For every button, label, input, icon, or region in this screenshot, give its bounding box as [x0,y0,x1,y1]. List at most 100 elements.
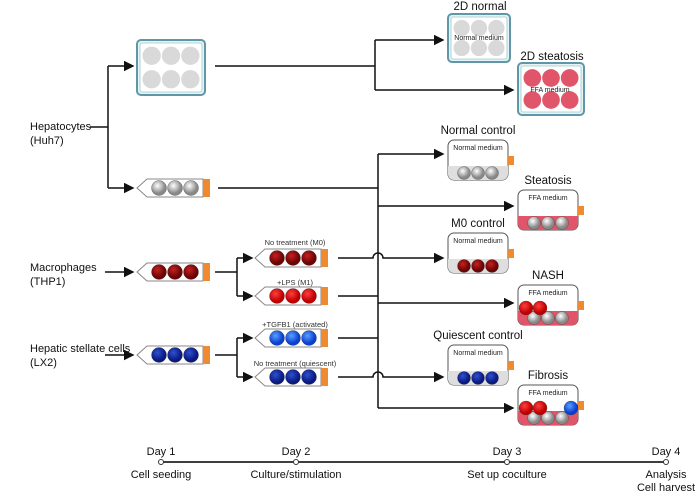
m1-tube [254,286,328,306]
normal-control-medium: Normal medium [453,145,503,152]
hepatocyte-well-plate [136,39,206,96]
quiescent-stellate-tube [254,367,328,387]
normal-2d-title: 2D normal [453,1,506,13]
well [523,69,542,87]
timeline-day: Day 1 [147,446,176,458]
quiescent-control-medium: Normal medium [453,350,503,357]
nash-medium: FFA medium [528,290,567,297]
timeline-step: Day 3 Set up coculture [467,446,547,481]
well [142,46,161,65]
m0-tube [254,248,328,268]
cell-spheroid [555,411,569,425]
well [181,70,200,89]
cell-spheroid [541,311,555,325]
well [453,19,470,37]
well [161,46,181,65]
steatosis-2d-well-plate [517,62,585,116]
cell-spheroid [285,288,301,304]
cell-spheroid [285,250,301,266]
cell-spheroid [485,371,499,385]
cell-spheroid [518,400,534,416]
cell-spheroid [301,330,317,346]
activated-stellate-tube [254,328,328,348]
cell-spheroid [485,166,499,180]
cell-spheroid [151,347,167,363]
cell-spheroid [151,264,167,280]
well [542,69,560,87]
cell-spheroid [541,411,555,425]
flask-cap [578,206,584,215]
cell-spheroid [457,166,471,180]
tube-cap [203,263,210,281]
well [161,70,181,89]
normal-control-title: Normal control [441,125,516,137]
tube-cap [321,287,328,305]
cell-spheroid [167,347,183,363]
cell-spheroid [541,216,555,230]
m0-control-title: M0 control [451,218,505,230]
well [142,70,161,89]
timeline-day: Day 3 [493,446,522,458]
well [470,19,488,37]
well [488,19,505,37]
nash-flask: NASH FFA medium [517,270,584,326]
tube-cap [321,329,328,347]
connector-lines [90,34,515,414]
cell-spheroid [151,180,167,196]
steatosis-title: Steatosis [524,175,572,187]
macrophages-cell-line: (THP1) [30,276,65,288]
well [523,91,542,109]
timeline-step-label: Set up coculture [467,469,547,481]
treatment-quiescent-label: No treatment (quiescent) [254,359,337,368]
treatment-activated-label: +TGFB1 (activated) [262,320,328,329]
m0-control-medium: Normal medium [453,238,503,245]
stellate-tube [136,345,210,365]
cell-spheroid [527,216,541,230]
cell-spheroid [457,371,471,385]
treatment-m1-label: +LPS (M1) [277,278,314,287]
tube-cap [321,368,328,386]
cell-spheroid [457,259,471,273]
fibrosis-medium: FFA medium [528,390,567,397]
cell-spheroid [301,250,317,266]
cell-spheroid [532,300,548,316]
macrophages-label: Macrophages [30,262,97,274]
cell-spheroid [555,216,569,230]
cell-spheroid [183,264,199,280]
hepatocyte-tube [136,178,210,198]
cell-spheroid [269,250,285,266]
timeline-step: Day 1 Cell seeding [131,446,192,481]
cell-spheroid [471,166,485,180]
timeline-node [663,459,669,465]
tube-cap [203,179,210,197]
timeline-node [504,459,510,465]
cell-spheroid [183,180,199,196]
timeline: Day 1 Cell seeding Day 2Culture/stimulatio… [131,446,695,493]
nash-title: NASH [532,270,564,282]
cell-spheroid [563,400,579,416]
cell-spheroid [269,369,285,385]
stellate-cell-line: (LX2) [30,357,57,369]
cell-spheroid [471,259,485,273]
cell-spheroid [471,371,485,385]
timeline-day: Day 4 [652,446,681,458]
well [542,91,560,109]
cell-spheroid [532,400,548,416]
timeline-step-label: Cell seeding [131,469,192,481]
cell-spheroid [269,330,285,346]
normal-2d-medium: Normal medium [454,35,504,42]
cell-spheroid [285,330,301,346]
steatosis-2d-title: 2D steatosis [520,51,584,63]
flask-cap [508,249,514,258]
flask-cap [508,361,514,370]
cell-spheroid [183,347,199,363]
treatment-m0-label: No treatment (M0) [265,238,326,247]
